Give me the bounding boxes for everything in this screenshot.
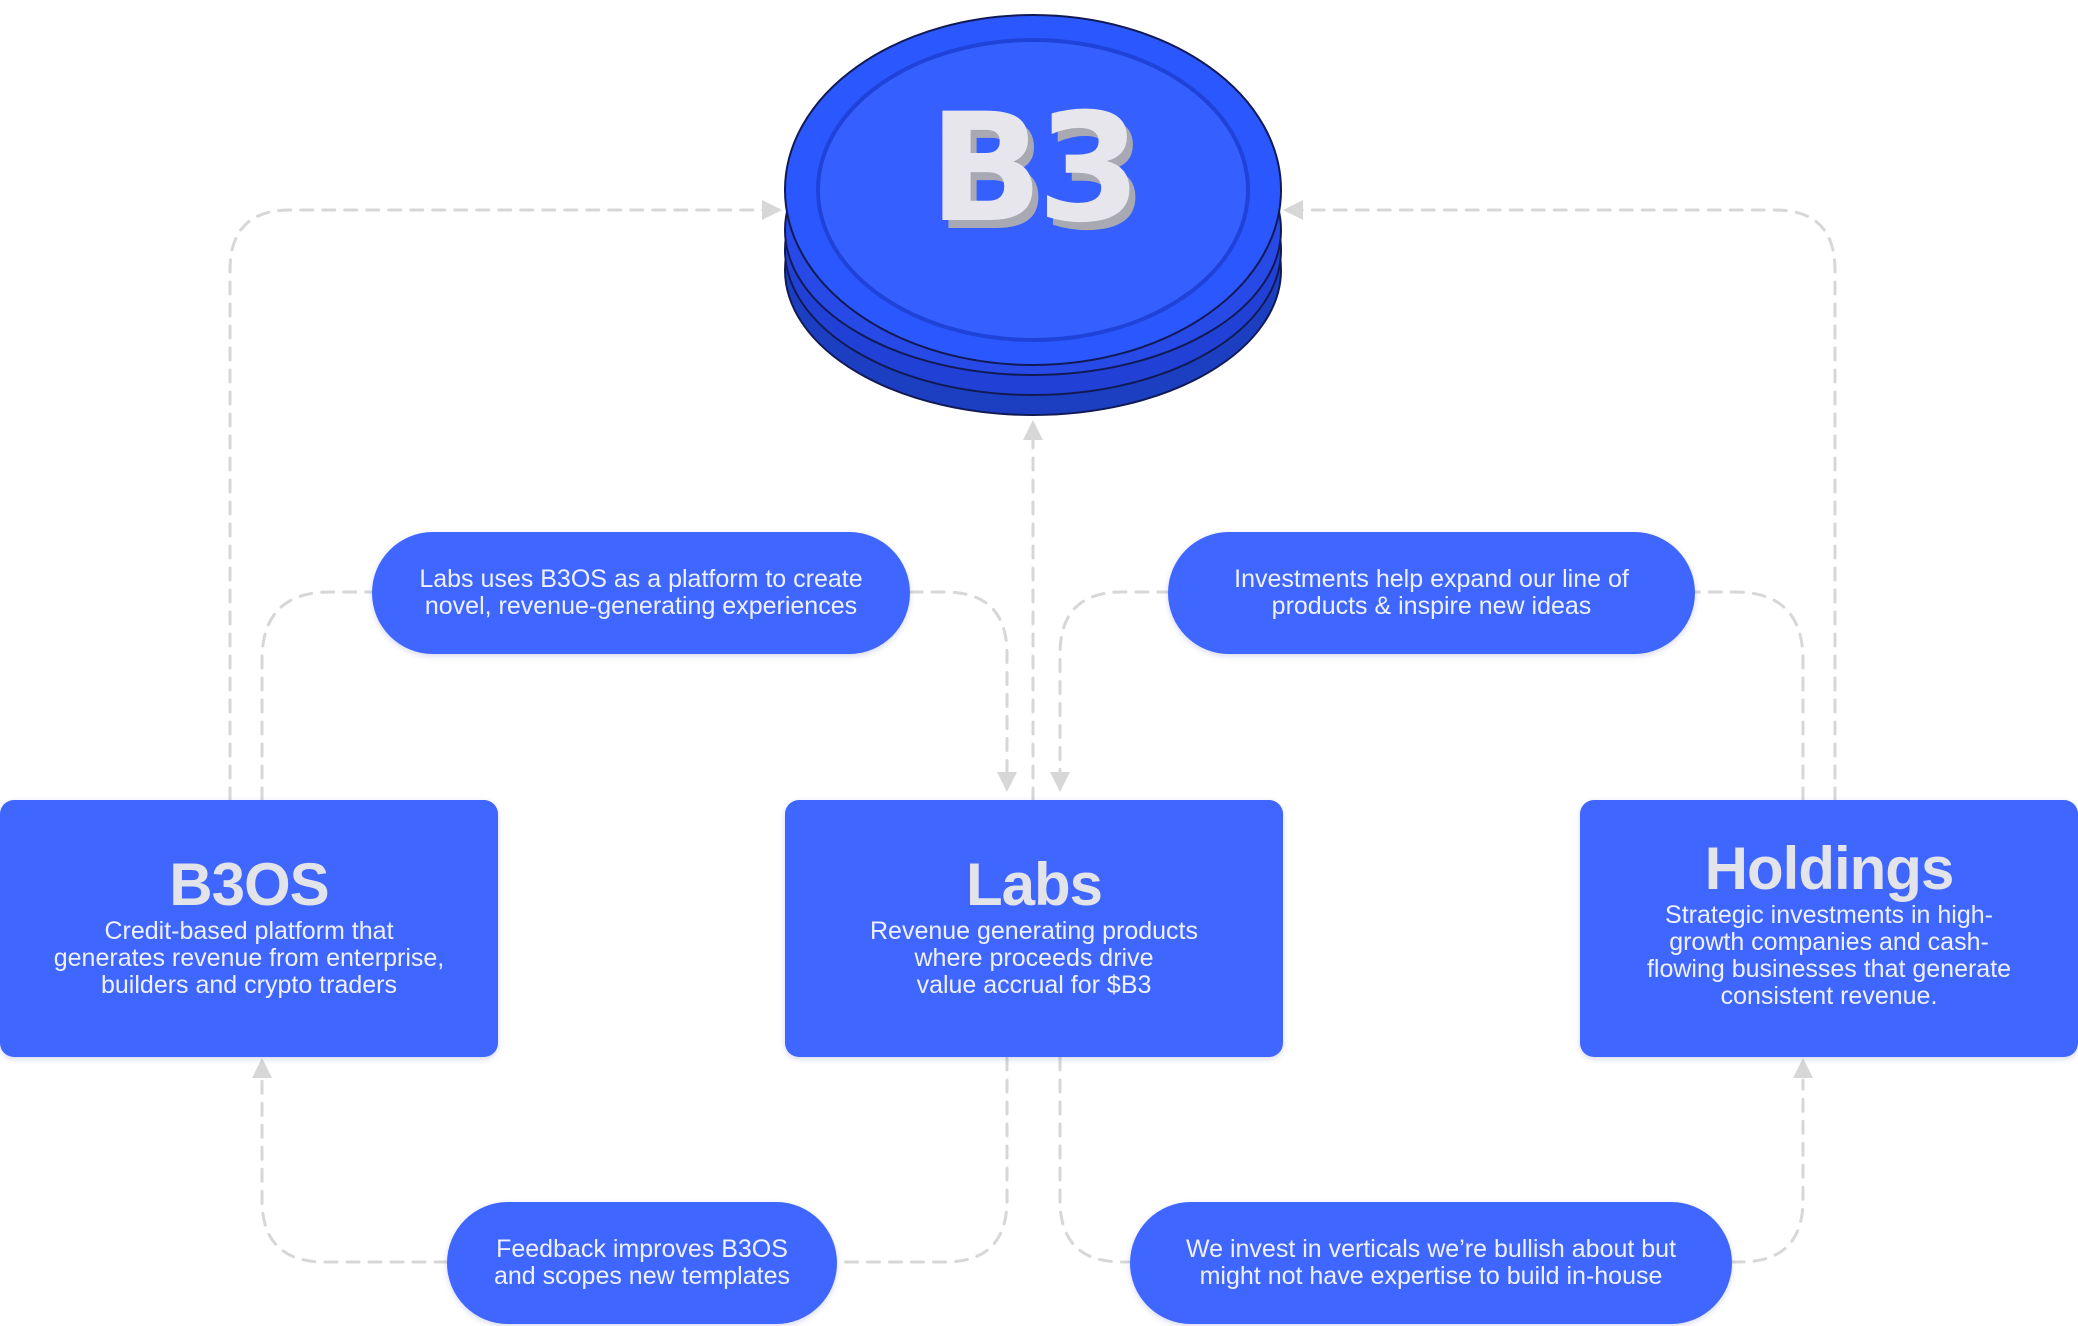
b3os-title: B3OS [169,851,329,918]
holdings-title: Holdings [1704,835,1955,902]
arrowhead-b3os [252,1058,272,1078]
flow-label-labs-uses-b3os: Labs uses B3OS as a platform to create n… [372,532,910,654]
arrowhead-b3 [762,200,782,220]
labs-card: Labs Revenue generating products where p… [785,800,1283,1057]
labs-title: Labs [965,851,1103,918]
labs-description: Revenue generating products where procee… [869,917,1198,999]
coin-logo-text: B3 [935,90,1142,264]
connector-holdings-to-b3 [1298,208,1837,802]
arrowhead-labs [997,772,1017,792]
connector-b3os-to-labs [260,590,1009,802]
arrowhead-b3 [1283,200,1303,220]
arrowhead-b3 [1023,420,1043,440]
holdings-description: Strategic investments in high- growth co… [1646,901,2012,1010]
flow-label-invest-verticals: We invest in verticals we’re bullish abo… [1130,1202,1732,1324]
flow-label-feedback-improves: Feedback improves B3OS and scopes new te… [447,1202,837,1324]
b3os-card: B3OS Credit-based platform that generate… [0,800,498,1057]
connector-labs-to-holdings [1058,1056,1805,1264]
connector-holdings-to-labs [1058,590,1805,802]
connector-b3os-to-b3 [228,208,767,802]
holdings-card: Holdings Strategic investments in high- … [1580,800,2078,1057]
arrowhead-holdings [1793,1058,1813,1078]
arrowhead-labs [1050,772,1070,792]
flow-label-investments-expand: Investments help expand our line of prod… [1168,532,1695,654]
b3os-description: Credit-based platform that generates rev… [53,917,445,999]
svg-text:B3: B3 [929,82,1136,256]
b3-coin-logo: B3 B3 [784,14,1282,416]
